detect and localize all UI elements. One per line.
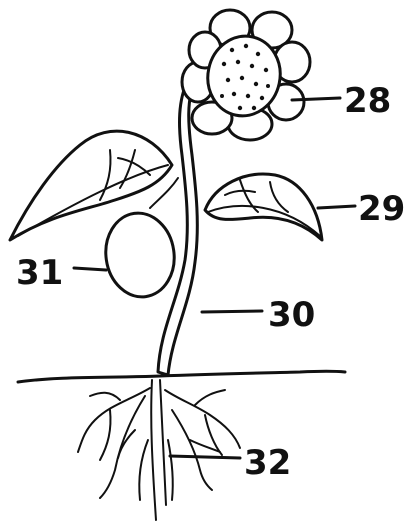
- label-31: 31: [16, 253, 63, 293]
- flower: [182, 10, 310, 140]
- leader-line-30: [202, 311, 262, 312]
- leader-line-29: [318, 206, 355, 208]
- label-32: 32: [244, 443, 291, 483]
- roots: [78, 380, 240, 520]
- label-29: 29: [358, 189, 405, 229]
- label-28: 28: [344, 81, 391, 121]
- label-30: 30: [268, 295, 315, 335]
- leader-line-32: [170, 456, 240, 458]
- leader-line-28: [292, 98, 340, 100]
- ground-line: [18, 371, 345, 382]
- leader-line-31: [74, 268, 106, 270]
- seed: [100, 209, 179, 302]
